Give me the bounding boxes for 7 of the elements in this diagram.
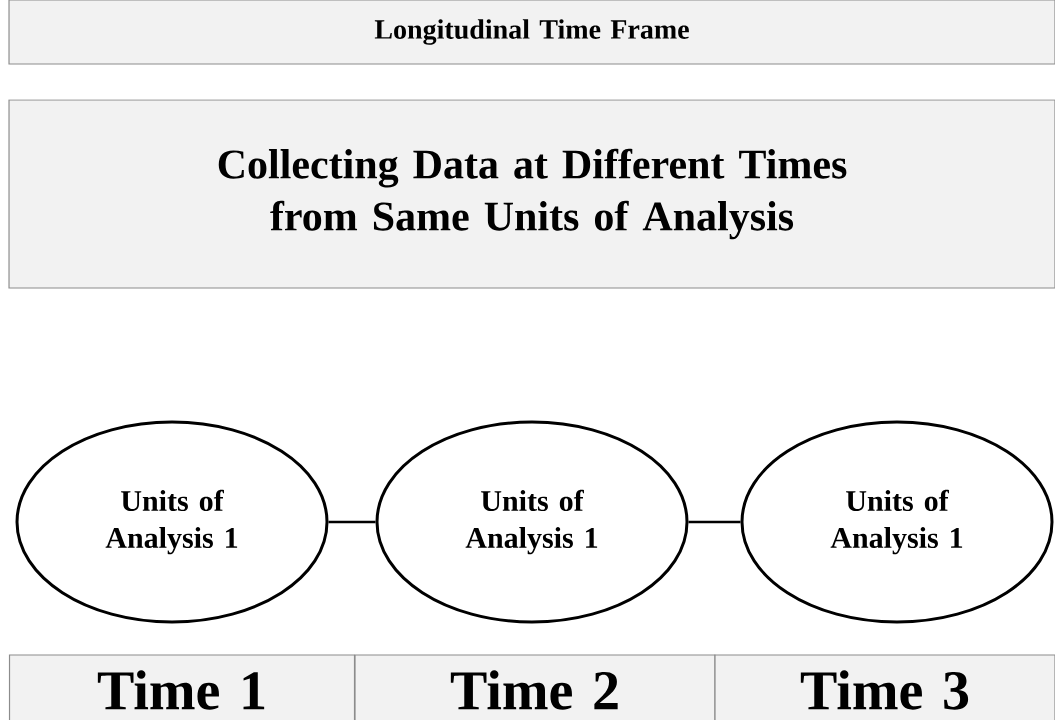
- connector-line: [328, 520, 376, 524]
- time-cell: Time 1: [8, 654, 356, 720]
- heading-box: Collecting Data at Different Times from Same Units of Analysis: [8, 99, 1055, 289]
- time-cell: Time 2: [354, 654, 716, 720]
- connector-line: [688, 520, 741, 524]
- time-cell: Time 3: [714, 654, 1055, 720]
- title-box: Longitudinal Time Frame: [8, 0, 1055, 65]
